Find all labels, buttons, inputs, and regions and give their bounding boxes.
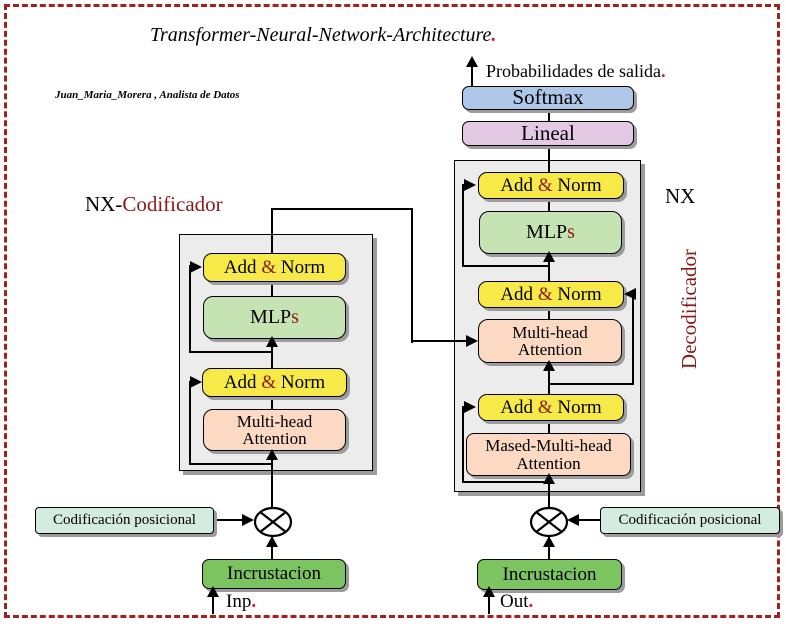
arrowhead-up-inp-icon xyxy=(207,586,219,597)
incrustacion-right-box: Incrustacion xyxy=(477,559,622,590)
encoder-residual-bottom-tap xyxy=(189,463,273,465)
embed-right-circle-line xyxy=(548,537,550,560)
decoder-residual-bottom-tap xyxy=(462,481,550,483)
positional-encoding-right-box: Codificación posicional xyxy=(600,507,780,534)
decoder-residual-mid-tap xyxy=(549,383,634,385)
connector-encoder-mha-circle xyxy=(271,450,273,508)
softmax-box: Softmax xyxy=(462,86,634,110)
input-left-arrow-line xyxy=(212,589,214,614)
add-norm-label: Add & Norm xyxy=(223,256,326,278)
output-probabilities-label: Probabilidades de salida. xyxy=(486,61,666,81)
arrowhead-right-encoder-addnorm-top-icon xyxy=(190,261,202,273)
decoder-add-norm-top-box: Add & Norm xyxy=(478,172,624,199)
connector-decoder-addnorm3-masked xyxy=(548,419,550,434)
connector-lineal-decoder xyxy=(548,144,550,174)
mlps-label: MLPs xyxy=(250,306,299,329)
cross-attention-vertical xyxy=(411,208,413,343)
incrustacion-label: Incrustacion xyxy=(502,563,597,585)
posenc-label: Codificación posicional xyxy=(618,511,762,528)
decoder-residual-mid-vertical xyxy=(632,293,634,385)
multiply-circle-right-icon xyxy=(529,506,569,538)
arrowhead-up-masked-mha-icon xyxy=(543,473,555,484)
arrowhead-up-circle-left-icon xyxy=(266,536,278,547)
cross-attention-horizontal xyxy=(411,340,471,342)
arrowhead-left-decoder-addnorm-mid-icon xyxy=(624,288,636,300)
mha-line1: Multi-head xyxy=(512,322,588,342)
connector-decoder-addnorm2-mha xyxy=(548,306,550,320)
decoder-mlps-box: MLPs xyxy=(479,211,622,254)
encoder-add-norm-bottom-box: Add & Norm xyxy=(202,368,347,397)
arrowhead-up-decoder-mha-icon xyxy=(543,360,555,371)
lineal-label: Lineal xyxy=(521,120,575,145)
connector-softmax-output xyxy=(471,59,473,88)
arrowhead-up-circle-right-icon xyxy=(543,536,555,547)
add-norm-label: Add & Norm xyxy=(223,371,326,393)
encoder-output-horizontal xyxy=(271,208,413,210)
decoder-residual-bottom-vertical xyxy=(462,406,464,483)
connector-encoder-addnorm2-mha xyxy=(271,396,273,410)
lineal-box: Lineal xyxy=(462,121,634,146)
add-norm-label: Add & Norm xyxy=(500,174,602,196)
incrustacion-left-box: Incrustacion xyxy=(202,559,346,589)
arrowhead-right-encoder-addnorm-bottom-icon xyxy=(190,376,202,388)
encoder-residual-top-vertical xyxy=(189,265,191,353)
connector-encoder-mlps-addnorm2 xyxy=(271,337,273,369)
mlps-label: MLPs xyxy=(526,221,575,244)
masked-mha-line1: Mased-Multi-head xyxy=(485,436,612,456)
arrowhead-up-encoder-mlps-icon xyxy=(266,336,278,347)
posenc-right-arrow-line xyxy=(578,519,601,521)
encoder-residual-top-tap xyxy=(189,351,273,353)
masked-mha-line2: Attention xyxy=(516,453,581,473)
connector-decoder-mlps-addnorm2 xyxy=(548,252,550,283)
masked-multi-head-attention-box: Mased-Multi-head Attention xyxy=(466,433,631,476)
page-title: Transformer-Neural-Network-Architecture. xyxy=(150,24,497,46)
arrowhead-right-decoder-addnorm-bottom-icon xyxy=(464,401,476,413)
connector-decoder-addnorm1-mlps xyxy=(548,197,550,213)
encoder-mlps-box: MLPs xyxy=(203,296,346,339)
decoder-residual-top-tap xyxy=(462,265,550,267)
mha-line1: Multi-head xyxy=(236,411,313,431)
posenc-label: Codificación posicional xyxy=(53,511,196,528)
connector-decoder-masked-circle xyxy=(548,474,550,508)
decoder-multi-head-attention-box: Multi-head Attention xyxy=(478,319,622,363)
add-norm-label: Add & Norm xyxy=(500,396,602,418)
dashed-border-frame xyxy=(4,4,780,618)
input-left-label: Inp. xyxy=(226,591,257,612)
incrustacion-label: Incrustacion xyxy=(227,563,321,585)
arrowhead-right-circle-left-icon xyxy=(242,514,254,526)
positional-encoding-left-box: Codificación posicional xyxy=(35,507,214,534)
input-right-arrow-line xyxy=(488,589,490,614)
arrowhead-left-circle-right-icon xyxy=(567,514,579,526)
posenc-left-arrow-line xyxy=(214,519,246,521)
add-norm-label: Add & Norm xyxy=(500,283,602,305)
connector-decoder-mha-addnorm3 xyxy=(548,361,550,396)
mha-line2: Attention xyxy=(242,429,307,448)
encoder-multi-head-attention-box: Multi-head Attention xyxy=(203,409,346,451)
arrowhead-up-decoder-mlps-icon xyxy=(543,251,555,262)
encoder-residual-bottom-vertical xyxy=(189,381,191,465)
decoder-vertical-tag: Decodificador xyxy=(677,248,701,370)
connector-encoder-addnorm1-mlps xyxy=(271,281,273,297)
embed-left-circle-line xyxy=(271,537,273,560)
input-right-label: Out. xyxy=(500,591,534,612)
decoder-add-norm-mid-box: Add & Norm xyxy=(478,281,624,308)
encoder-output-vertical xyxy=(271,208,273,254)
arrowhead-up-encoder-mha-icon xyxy=(266,449,278,460)
arrowhead-up-output-icon xyxy=(466,56,478,67)
arrowhead-right-decoder-addnorm-top-icon xyxy=(464,179,476,191)
connector-softmax-lineal xyxy=(548,107,550,123)
decoder-add-norm-bottom-box: Add & Norm xyxy=(478,394,624,421)
author-credit: Juan_Maria_Morera , Analista de Datos xyxy=(55,89,240,101)
mha-line2: Attention xyxy=(517,340,583,359)
decoder-nx-tag: NX xyxy=(665,184,696,208)
arrowhead-up-out-icon xyxy=(483,586,495,597)
arrowhead-right-cross-attention-icon xyxy=(466,335,478,347)
encoder-tag: NX-Codificador xyxy=(85,192,223,216)
encoder-add-norm-top-box: Add & Norm xyxy=(203,253,346,282)
softmax-label: Softmax xyxy=(512,85,584,110)
decoder-residual-top-vertical xyxy=(462,184,464,267)
multiply-circle-left-icon xyxy=(253,506,293,538)
